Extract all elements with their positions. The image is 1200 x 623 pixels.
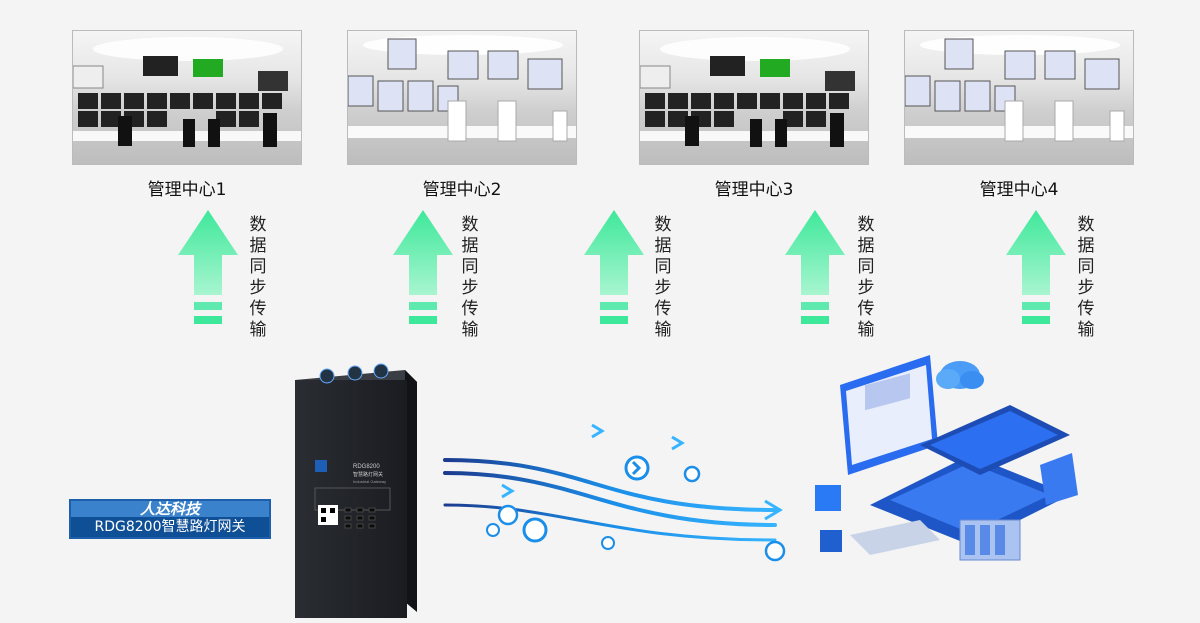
cloud-icon bbox=[936, 361, 984, 389]
management-center-1: 管理中心1 bbox=[72, 30, 302, 200]
brand-name: 人达科技 bbox=[71, 501, 269, 517]
sync-label: 数据同 步传输 bbox=[654, 215, 672, 340]
center-label: 管理中心3 bbox=[714, 180, 794, 200]
brand-badge: 人达科技 RDG8200智慧路灯网关 bbox=[69, 499, 271, 539]
upload-arrow-icon bbox=[584, 210, 644, 324]
arrow-circle-icon bbox=[624, 455, 650, 481]
control-room-photo bbox=[904, 30, 1134, 165]
upload-arrow-icon bbox=[393, 210, 453, 324]
sync-label: 数据同 步传输 bbox=[461, 215, 479, 340]
sync-label: 数据同 步传输 bbox=[1077, 215, 1095, 340]
gateway-device: RDG8200 智慧路灯网关 Industrial Gateway bbox=[295, 363, 417, 618]
upload-arrow-icon bbox=[178, 210, 238, 324]
data-flow bbox=[443, 423, 786, 562]
upload-arrow-icon bbox=[1006, 210, 1066, 324]
center-label: 管理中心2 bbox=[422, 180, 502, 200]
control-room-photo bbox=[72, 30, 302, 165]
control-room-photo bbox=[639, 30, 869, 165]
management-center-3: 管理中心3 bbox=[639, 30, 869, 200]
device-tagline: Industrial Gateway bbox=[353, 479, 386, 484]
management-center-2: 管理中心2 bbox=[347, 30, 577, 200]
product-name: RDG8200智慧路灯网关 bbox=[71, 517, 269, 537]
device-model: RDG8200 bbox=[353, 464, 380, 470]
sync-label: 数据同 步传输 bbox=[857, 215, 875, 340]
device-subtitle: 智慧路灯网关 bbox=[353, 471, 383, 478]
logo-icon bbox=[315, 460, 327, 472]
management-center-4: 管理中心4 bbox=[904, 30, 1134, 200]
control-room-photo bbox=[347, 30, 577, 165]
upload-arrow-icon bbox=[785, 210, 845, 324]
center-label: 管理中心1 bbox=[147, 180, 227, 200]
sync-label: 数据同 步传输 bbox=[249, 215, 267, 340]
cloud-platform-illustration bbox=[815, 355, 1078, 561]
center-label: 管理中心4 bbox=[979, 180, 1059, 200]
